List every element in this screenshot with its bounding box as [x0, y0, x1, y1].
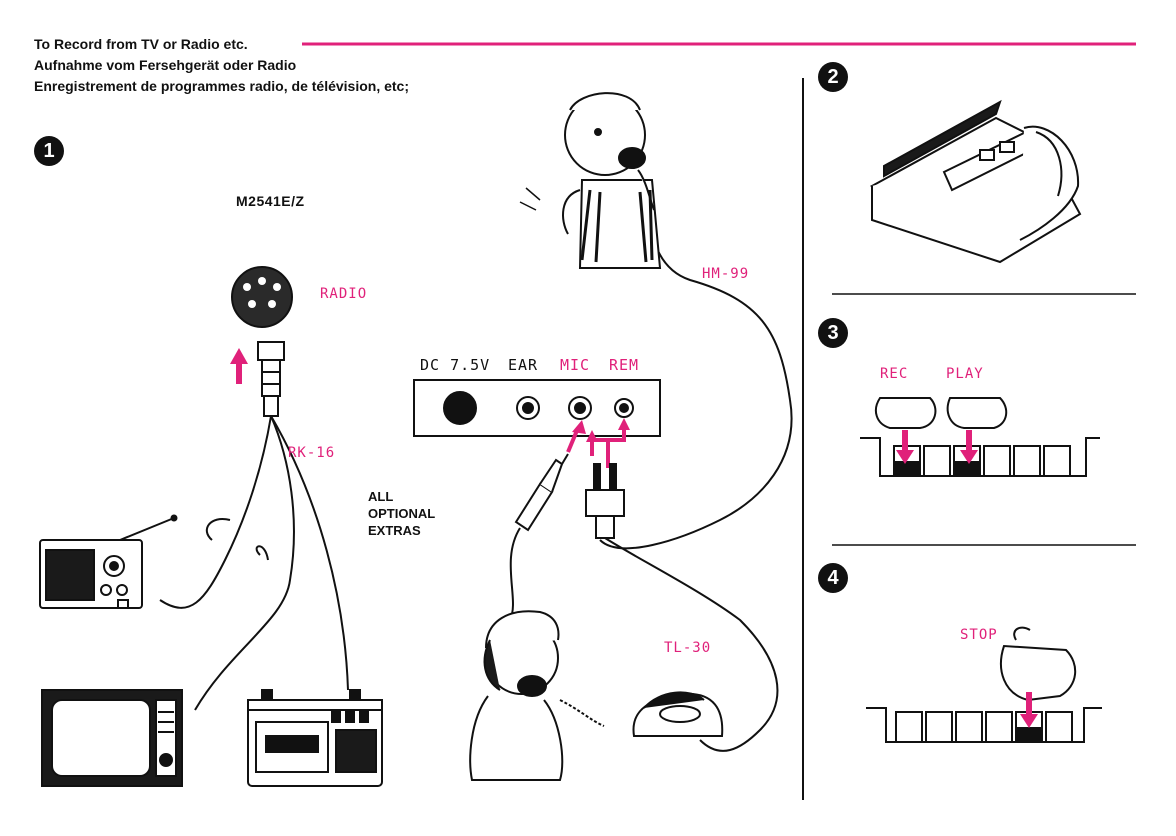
title-english: To Record from TV or Radio etc. — [34, 36, 248, 52]
step-1-badge: 1 — [34, 136, 64, 166]
step-3-badge: 3 — [818, 318, 848, 348]
mic-plug-icon — [516, 454, 568, 530]
portable-radio-icon — [40, 516, 177, 609]
label-rk16: RK-16 — [288, 445, 335, 461]
title-french: Enregistrement de programmes radio, de t… — [34, 78, 409, 94]
keys-rec-play — [860, 438, 1100, 476]
remote-plug-icon — [586, 464, 624, 538]
label-hm99: HM-99 — [702, 266, 749, 282]
keys-stop — [866, 708, 1102, 742]
extras-line-2: OPTIONAL — [368, 505, 435, 522]
optional-extras-note: ALL OPTIONAL EXTRAS — [368, 488, 435, 539]
label-stop: STOP — [960, 627, 998, 643]
step-2-badge: 2 — [818, 62, 848, 92]
cassette-recorder-icon — [248, 690, 382, 786]
boy-singing-icon — [520, 93, 660, 268]
jack-label-ear: EAR — [508, 356, 538, 374]
title-german: Aufnahme vom Fersehgerät oder Radio — [34, 57, 296, 73]
extras-line-1: ALL — [368, 488, 435, 505]
step-4-badge: 4 — [818, 563, 848, 593]
label-play: PLAY — [946, 366, 984, 382]
label-tl30: TL-30 — [664, 640, 711, 656]
label-radio: RADIO — [320, 286, 367, 302]
jack-label-mic: MIC — [560, 356, 590, 374]
jack-label-rem: REM — [609, 356, 639, 374]
label-rec: REC — [880, 366, 908, 382]
television-icon — [42, 690, 182, 786]
fingers-rec-play-icon — [876, 398, 1006, 428]
boy-phone-icon — [470, 611, 604, 780]
cassette-lid-icon — [872, 102, 1080, 262]
jack-label-dc: DC 7.5V — [420, 356, 490, 374]
model-number: M2541E/Z — [236, 193, 305, 209]
telephone-icon — [633, 692, 722, 736]
extras-line-3: EXTRAS — [368, 522, 435, 539]
finger-stop-icon — [1001, 628, 1075, 700]
insert-arrow-icon — [230, 348, 248, 384]
din-socket-icon — [232, 267, 292, 327]
din-plug-icon — [258, 342, 284, 416]
